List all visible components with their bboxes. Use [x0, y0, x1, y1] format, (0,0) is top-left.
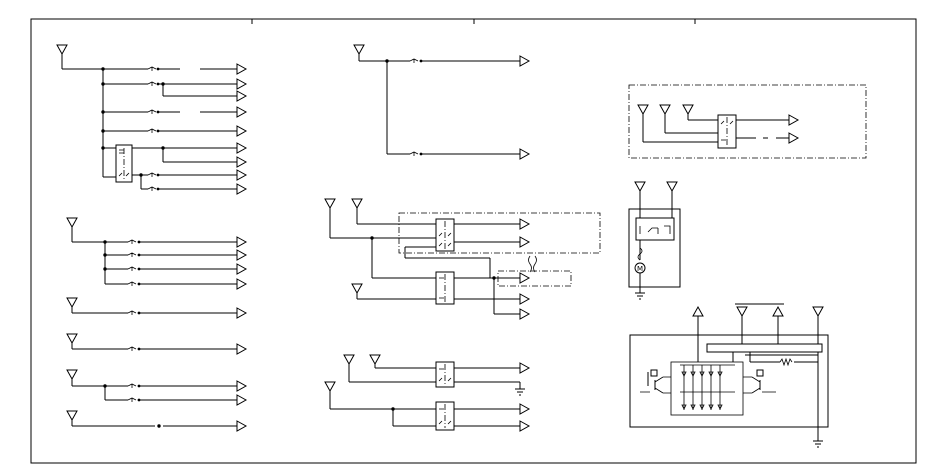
output-arrow-icon [236, 183, 248, 195]
output-arrow-icon [519, 403, 531, 415]
power-source-icon [353, 44, 365, 56]
output-arrow-icon [519, 55, 531, 67]
output-arrow-icon [236, 420, 248, 432]
output-arrow-icon [236, 394, 248, 406]
power-source-icon [56, 44, 68, 56]
output-arrow-icon [236, 278, 248, 290]
connector-icon [409, 58, 423, 63]
control-module [629, 303, 829, 448]
output-arrow-icon [519, 236, 531, 248]
output-arrow-icon [519, 218, 531, 230]
power-source-icon [659, 104, 671, 116]
connector-icon [147, 186, 160, 191]
output-arrow-icon [692, 305, 704, 317]
power-source-icon [66, 410, 78, 422]
connector-icon [147, 172, 160, 177]
fuse-group-3 [66, 297, 248, 432]
connector-icon [147, 128, 160, 133]
output-arrow-icon [519, 272, 531, 284]
relay-icon [435, 401, 455, 431]
motor-icon: M [634, 262, 646, 274]
power-source-icon [66, 369, 78, 381]
power-source-icon [66, 217, 78, 229]
transistor-icon [743, 369, 776, 394]
relay-icon [635, 217, 675, 241]
output-arrow-icon [236, 236, 248, 248]
output-arrow-icon [236, 263, 248, 275]
output-arrow-icon [519, 293, 531, 305]
power-source-icon [324, 198, 336, 210]
power-source-icon [666, 181, 678, 193]
drawing-frame [30, 18, 917, 464]
ground-icon [813, 440, 823, 448]
connector-icon [127, 281, 141, 286]
power-source-icon [343, 354, 355, 366]
connector-icon [528, 255, 532, 273]
connector-icon [147, 81, 160, 86]
transistor-icon [640, 369, 671, 394]
relay-group-bottom [324, 354, 531, 432]
output-arrow-icon [519, 420, 531, 432]
ground-icon [635, 292, 645, 300]
fuse-group-4 [353, 44, 531, 160]
output-arrow-icon [788, 132, 800, 144]
power-source-icon [351, 283, 363, 295]
output-arrow-icon [788, 114, 800, 126]
power-source-icon [369, 354, 381, 366]
connector-icon [127, 397, 141, 402]
output-arrow-icon [772, 305, 784, 317]
output-arrow-icon [236, 156, 248, 168]
connector-icon [127, 252, 141, 257]
output-arrow-icon [519, 362, 531, 374]
output-arrow-icon [519, 308, 531, 320]
svg-text:M: M [637, 265, 643, 273]
output-arrow-icon [236, 343, 248, 355]
power-source-icon [682, 104, 694, 116]
relay-icon [717, 114, 737, 149]
relay-icon [115, 144, 133, 183]
connector-icon [533, 255, 537, 273]
diode-icon [681, 371, 723, 410]
connector-icon [127, 383, 141, 388]
output-arrow-icon [519, 148, 531, 160]
relay-icon [435, 361, 455, 388]
connector-icon [147, 109, 160, 114]
relay-group-right [628, 84, 867, 159]
output-arrow-icon [236, 142, 248, 154]
connector-icon [127, 239, 141, 244]
output-arrow-icon [236, 78, 248, 90]
output-arrow-icon [236, 106, 248, 118]
output-arrow-icon [236, 63, 248, 75]
power-source-icon [351, 198, 363, 210]
ground-icon [515, 382, 525, 396]
output-arrow-icon [236, 90, 248, 102]
power-source-icon [66, 297, 78, 309]
relay-icon [435, 271, 455, 305]
output-arrow-icon [236, 380, 248, 392]
resistor-icon [779, 357, 793, 367]
power-source-icon [812, 306, 824, 318]
output-arrow-icon [236, 307, 248, 319]
fuse-group-1 [56, 44, 248, 195]
relay-icon [435, 218, 455, 252]
output-arrow-icon [236, 249, 248, 261]
fuse-group-2 [66, 217, 248, 290]
connector-icon [127, 310, 141, 315]
connector-icon [409, 151, 423, 156]
power-source-icon [736, 306, 748, 318]
output-arrow-icon [236, 169, 248, 181]
power-source-icon [324, 381, 336, 393]
power-source-icon [637, 104, 649, 116]
output-arrow-icon [236, 125, 248, 137]
relay-group-center [324, 198, 601, 320]
connector-icon [147, 66, 160, 71]
motor-module: M [628, 181, 681, 300]
power-source-icon [634, 181, 646, 193]
resistor-icon [637, 247, 643, 261]
connector-icon [127, 266, 141, 271]
connector-icon [127, 346, 141, 351]
power-source-icon [66, 333, 78, 345]
